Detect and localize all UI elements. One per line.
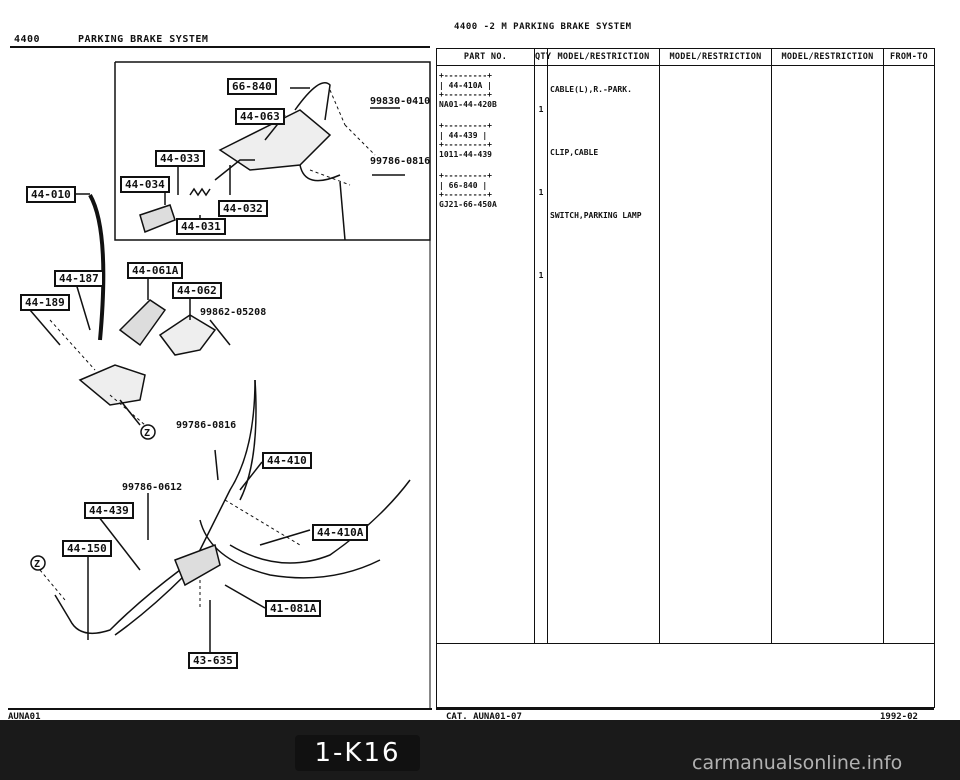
- ref-code: | 44-439 |: [439, 131, 488, 140]
- footer-rule-right: [436, 708, 934, 710]
- part-description: SWITCH,PARKING LAMP: [550, 211, 642, 220]
- col-qty: QTY: [534, 48, 551, 66]
- ref-code: | 44-410A |: [439, 81, 492, 90]
- section-title: PARKING BRAKE SYSTEM: [78, 34, 209, 45]
- parts-table: PART NO. QTY MODEL/RESTRICTION MODEL/RES…: [436, 48, 935, 708]
- catalog-date: 1992-02: [880, 712, 918, 722]
- clip-part-number: 99862-05208: [200, 307, 267, 318]
- ref-41-081a: 41-081A: [265, 600, 322, 617]
- ref-code: | 66-840 |: [439, 181, 488, 190]
- from-to-cell: [883, 65, 935, 644]
- ref-marker-z-1: Z: [144, 428, 150, 439]
- ref-44-187: 44-187: [54, 270, 104, 287]
- ref-marker-z-2: Z: [34, 559, 40, 570]
- model-restriction-cell: [659, 65, 772, 644]
- ref-44-410: 44-410: [262, 452, 312, 469]
- section-code: 4400: [14, 34, 41, 45]
- ref-44-010: 44-010: [26, 186, 76, 203]
- bolt-part-number: 99830-0410: [370, 96, 431, 107]
- description-cell: CABLE(L),R.-PARK. CLIP,CABLE SWITCH,PARK…: [547, 65, 660, 644]
- ref-43-635: 43-635: [188, 652, 238, 669]
- ref-44-062: 44-062: [172, 282, 222, 299]
- parking-brake-diagram: Z Z: [29, 61, 431, 708]
- table-row: +---------+ | 66-840 | +---------+ GJ21-…: [439, 172, 532, 216]
- header-rule: [10, 46, 430, 48]
- ref-44-061a: 44-061A: [127, 262, 184, 279]
- qty-value: 1: [538, 271, 544, 280]
- watermark: carmanualsonline.info: [692, 752, 903, 774]
- footer-code: AUNA01: [8, 712, 41, 722]
- col-model-restriction-1: MODEL/RESTRICTION: [547, 48, 660, 66]
- col-model-restriction-3: MODEL/RESTRICTION: [771, 48, 884, 66]
- cable-bolt-part-number: 99786-0816: [176, 420, 237, 431]
- ref-44-150: 44-150: [62, 540, 112, 557]
- page-number: 1-K16: [295, 735, 420, 771]
- qty-value: 1: [538, 105, 544, 114]
- page-title: 4400 -2 M PARKING BRAKE SYSTEM: [454, 22, 632, 32]
- part-description: CLIP,CABLE: [550, 148, 599, 157]
- table-row: +---------+ | 44-410A | +---------+ NA01…: [439, 72, 532, 116]
- ref-66-840: 66-840: [227, 78, 277, 95]
- col-part-no: PART NO.: [436, 48, 535, 66]
- screw-part-number: 99786-0816: [370, 156, 431, 167]
- qty-value: 1: [538, 188, 544, 197]
- part-no-cell: +---------+ | 44-410A | +---------+ NA01…: [436, 65, 535, 644]
- col-model-restriction-2: MODEL/RESTRICTION: [659, 48, 772, 66]
- table-body-row: +---------+ | 44-410A | +---------+ NA01…: [436, 65, 935, 644]
- clip-bolt-part-number: 99786-0612: [122, 482, 183, 493]
- ref-44-032: 44-032: [218, 200, 268, 217]
- part-number: 1011-44-439: [439, 150, 492, 159]
- col-from-to: FROM-TO: [883, 48, 935, 66]
- ref-44-034: 44-034: [120, 176, 170, 193]
- ref-44-410a: 44-410A: [312, 524, 369, 541]
- model-restriction-cell: [771, 65, 884, 644]
- qty-cell: 1 1 1: [534, 65, 548, 644]
- catalog-number: CAT. AUNA01-07: [446, 712, 522, 722]
- ref-44-033: 44-033: [155, 150, 205, 167]
- table-row: +---------+ | 44-439 | +---------+ 1011-…: [439, 122, 532, 166]
- table-header-row: PART NO. QTY MODEL/RESTRICTION MODEL/RES…: [436, 48, 935, 66]
- scan-bottom-band: [0, 720, 960, 780]
- ref-44-439: 44-439: [84, 502, 134, 519]
- ref-44-063: 44-063: [235, 108, 285, 125]
- table-footer-row: [436, 643, 935, 708]
- ref-44-189: 44-189: [20, 294, 70, 311]
- footer-rule-left: [8, 708, 432, 710]
- ref-44-031: 44-031: [176, 218, 226, 235]
- part-number: GJ21-66-450A: [439, 200, 497, 209]
- part-description: CABLE(L),R.-PARK.: [550, 85, 632, 94]
- part-number: NA01-44-420B: [439, 100, 497, 109]
